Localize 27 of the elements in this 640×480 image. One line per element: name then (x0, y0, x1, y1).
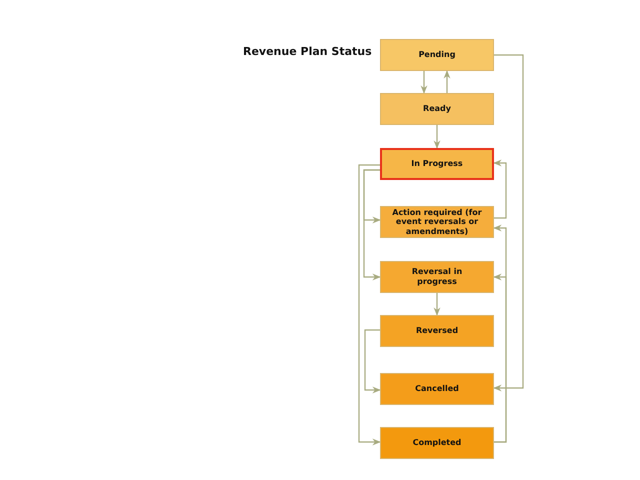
status-label: Reversal in progress (410, 267, 464, 287)
status-label: Action required (for event reversals or amendments) (391, 208, 483, 236)
status-box (380, 261, 494, 293)
highlighted-status-box (380, 148, 494, 180)
status-box (380, 93, 494, 125)
status-box (380, 39, 494, 71)
arrow (493, 224, 507, 443)
status-label: Completed (412, 438, 462, 448)
status-label: In Progress (411, 159, 463, 169)
diagram-title: Revenue Plan Status (243, 45, 372, 58)
arrow (420, 71, 428, 94)
arrow (363, 169, 381, 280)
status-label: Ready (423, 104, 451, 114)
arrow (493, 54, 524, 392)
status-box (380, 427, 494, 459)
status-box (380, 315, 494, 347)
arrow (444, 70, 450, 93)
arrow (434, 125, 440, 149)
status-box (380, 206, 494, 238)
status-box (380, 373, 494, 405)
arrow (364, 329, 381, 394)
arrow (358, 164, 381, 446)
arrow (493, 160, 507, 219)
arrow (434, 293, 440, 316)
status-label: Reversed (416, 326, 458, 336)
status-label: Pending (418, 50, 456, 60)
status-label: Cancelled (415, 384, 459, 394)
